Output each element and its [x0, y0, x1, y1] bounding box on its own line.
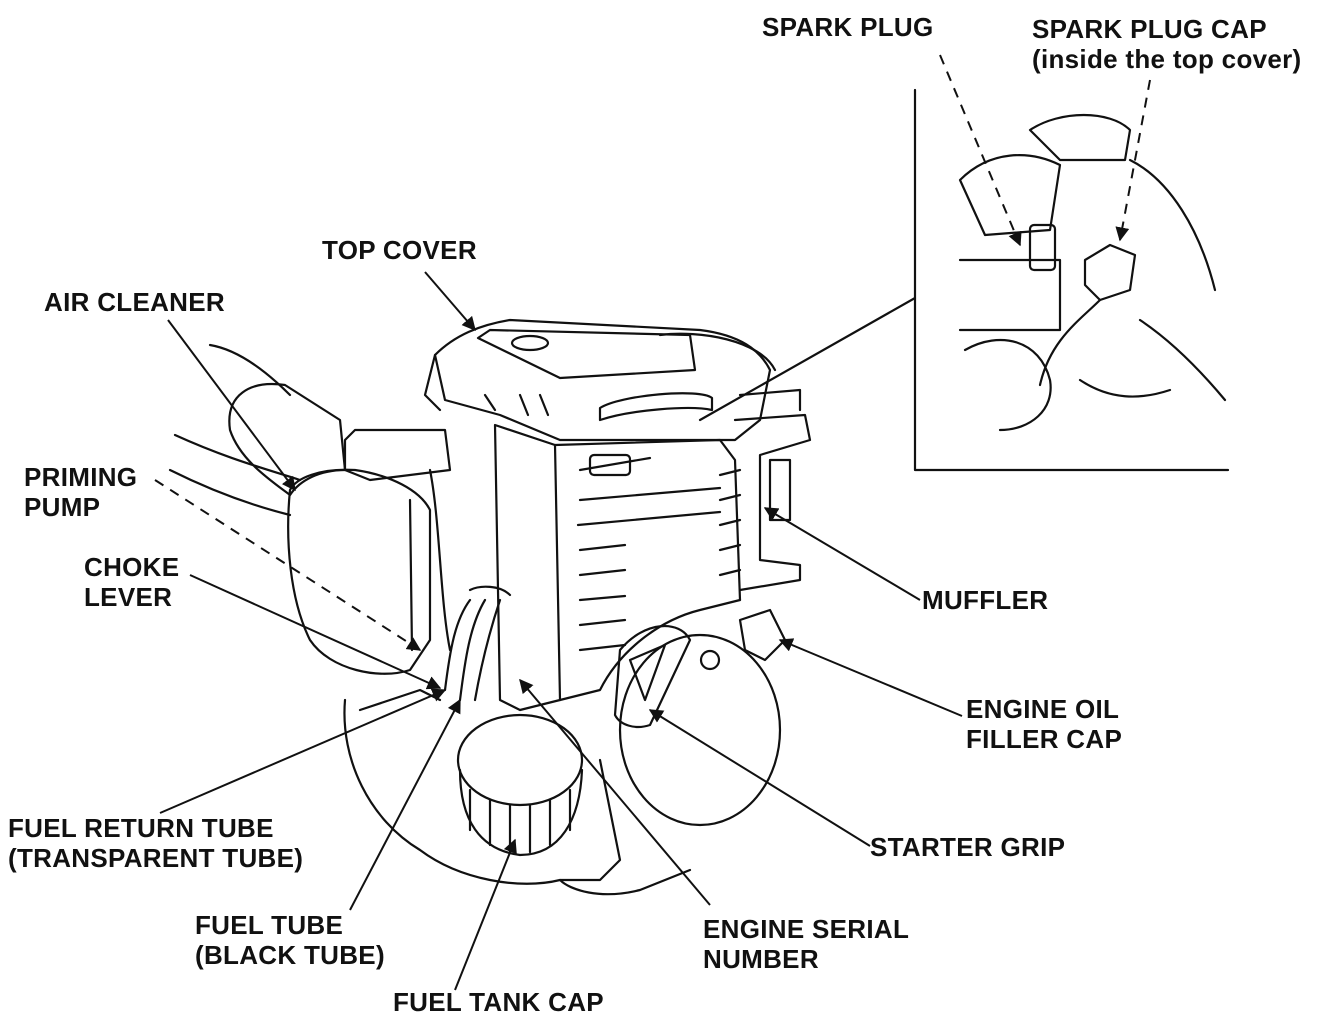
label-starter-grip: STARTER GRIP [870, 832, 1065, 862]
starter-housing [618, 633, 782, 827]
label-choke-lever: CHOKE LEVER [84, 552, 179, 612]
inset-spark-plug-cap [1083, 243, 1137, 302]
top-cover-leader [424, 271, 476, 332]
label-fuel-return-tube: FUEL RETURN TUBE (TRANSPARENT TUBE) [8, 813, 303, 873]
spark-plug-leader [939, 54, 1022, 247]
engine-oil-filler-cap-leader [778, 638, 963, 717]
label-fuel-tube-line1: FUEL TUBE [195, 910, 344, 940]
fuel-tube-leader [349, 698, 461, 911]
top-cover-outline [433, 318, 772, 442]
starter-grip-outline [613, 625, 692, 729]
label-fuel-tube: FUEL TUBE (BLACK TUBE) [195, 910, 385, 970]
label-engine-serial-number-line2: NUMBER [703, 944, 819, 974]
label-starter-grip-text: STARTER GRIP [870, 832, 1066, 862]
air-cleaner-outline [228, 383, 347, 497]
label-top-cover-text: TOP COVER [322, 235, 477, 265]
fuel-tank-outline [343, 698, 622, 885]
label-choke-lever-line2: LEVER [84, 582, 173, 612]
label-fuel-return-tube-line1: FUEL RETURN TUBE [8, 813, 274, 843]
fuel-tank-cap-leader [454, 838, 517, 991]
label-priming-pump-line1: PRIMING [24, 462, 138, 492]
spark-plug-cap-leader [1115, 79, 1151, 242]
label-engine-serial-number: ENGINE SERIAL NUMBER [703, 914, 909, 974]
label-fuel-return-tube-line2: (TRANSPARENT TUBE) [8, 843, 304, 873]
fuel-tank-cap-outline [456, 713, 584, 807]
choke-lever-leader [189, 574, 442, 690]
label-muffler: MUFFLER [922, 585, 1048, 615]
label-air-cleaner-text: AIR CLEANER [44, 287, 225, 317]
label-engine-oil-filler-cap: ENGINE OIL FILLER CAP [966, 694, 1122, 754]
label-fuel-tube-line2: (BLACK TUBE) [195, 940, 385, 970]
label-engine-serial-number-line1: ENGINE SERIAL [703, 914, 910, 944]
label-spark-plug-cap: SPARK PLUG CAP (inside the top cover) [1032, 14, 1302, 74]
label-choke-lever-line1: CHOKE [84, 552, 180, 582]
label-engine-oil-filler-cap-line2: FILLER CAP [966, 724, 1123, 754]
engine-serial-number-leader [519, 678, 711, 906]
label-spark-plug-cap-line1: SPARK PLUG CAP [1032, 14, 1267, 44]
inset-pointer-line [698, 88, 917, 422]
label-priming-pump-line2: PUMP [24, 492, 101, 522]
label-fuel-tank-cap-text: FUEL TANK CAP [393, 987, 604, 1017]
label-spark-plug-cap-line2: (inside the top cover) [1032, 44, 1302, 74]
label-engine-oil-filler-cap-line1: ENGINE OIL [966, 694, 1120, 724]
inset-frame [913, 296, 1230, 472]
inset-spark-plug [1028, 223, 1057, 272]
label-fuel-tank-cap: FUEL TANK CAP [393, 987, 604, 1017]
priming-pump-leader [154, 479, 422, 651]
starter-grip-leader [648, 709, 871, 847]
air-cleaner-leader [167, 319, 296, 492]
label-air-cleaner: AIR CLEANER [44, 287, 225, 317]
label-muffler-text: MUFFLER [922, 585, 1049, 615]
label-spark-plug: SPARK PLUG [762, 12, 934, 42]
label-priming-pump: PRIMING PUMP [24, 462, 137, 522]
muffler-leader [763, 507, 921, 601]
muffler-outline [733, 413, 812, 592]
inset-cylinder-head [958, 154, 1062, 237]
label-spark-plug-text: SPARK PLUG [762, 12, 934, 42]
fuel-return-tube-leader [159, 688, 447, 814]
label-top-cover: TOP COVER [322, 235, 477, 265]
